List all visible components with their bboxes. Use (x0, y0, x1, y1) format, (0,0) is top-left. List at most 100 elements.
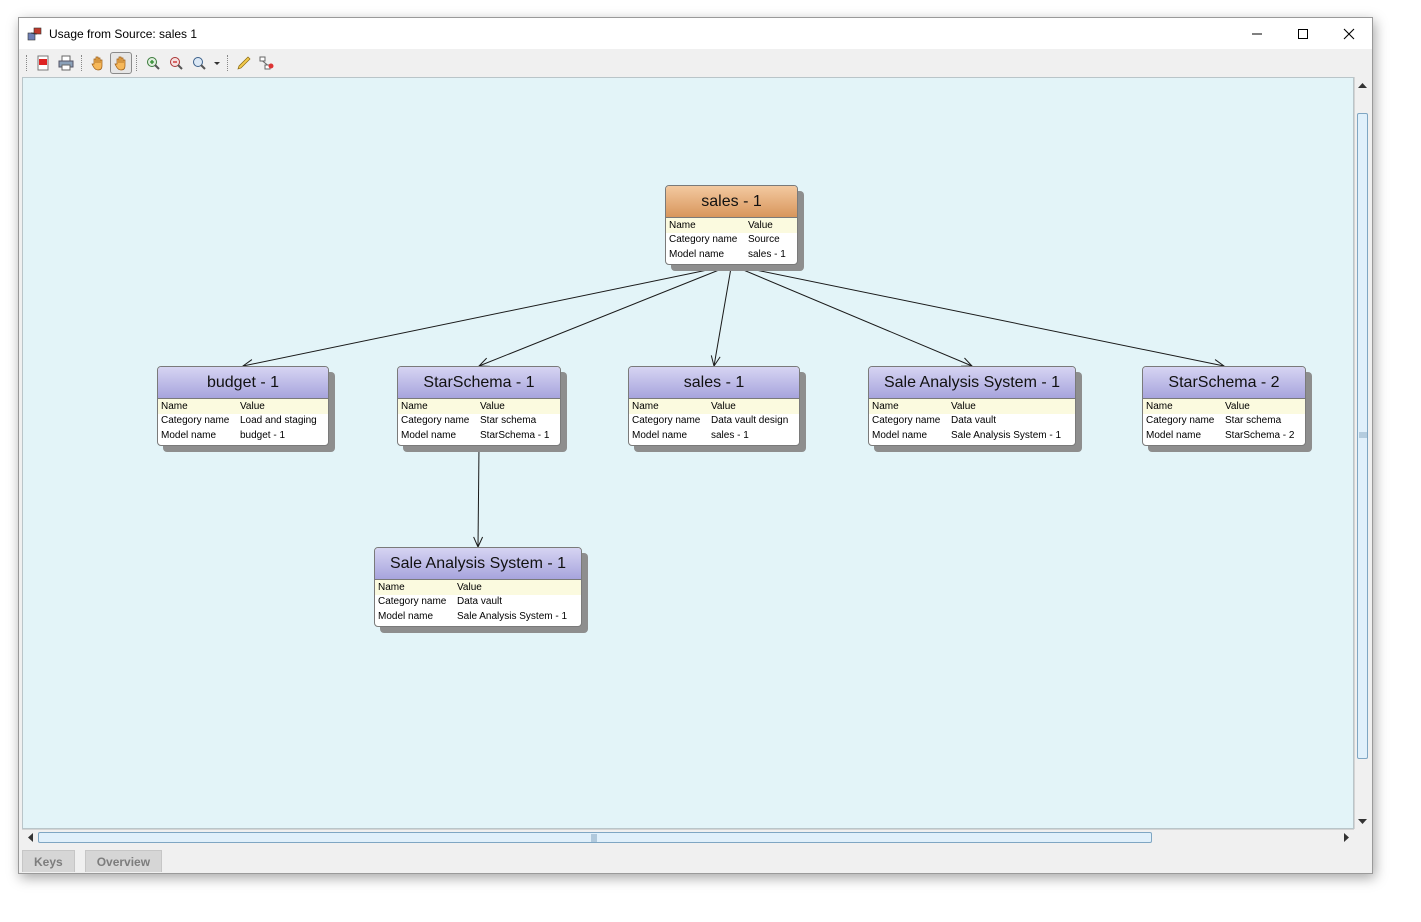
model-label: Model name (161, 429, 217, 441)
close-button[interactable] (1326, 18, 1372, 49)
toolbar-separator (136, 55, 139, 71)
node-table-header: Name Value (1143, 399, 1305, 414)
model-label: Model name (378, 610, 434, 622)
value-column-header: Value (1225, 400, 1250, 412)
toolbar-separator (227, 55, 230, 71)
window-title: Usage from Source: sales 1 (49, 26, 198, 41)
category-label: Category name (669, 234, 738, 246)
name-column-header: Name (1146, 400, 1173, 412)
edge-sales-source-to-sales-dv (713, 264, 732, 367)
node-title: StarSchema - 2 (1143, 367, 1305, 399)
model-row: Model name StarSchema - 2 (1143, 428, 1305, 443)
node-title: Sale Analysis System - 1 (375, 548, 581, 580)
node-table-header: Name Value (869, 399, 1075, 414)
category-value: Data vault design (711, 415, 789, 427)
category-row: Category name Data vault (869, 414, 1075, 429)
category-value: Star schema (1225, 415, 1282, 427)
toolbar-separator (81, 55, 84, 71)
zoom-icon[interactable] (188, 52, 210, 74)
vertical-scroll-thumb[interactable] (1357, 113, 1368, 759)
tab-keys[interactable]: Keys (22, 850, 75, 872)
category-label: Category name (378, 596, 447, 608)
edit-pencil-icon[interactable] (233, 52, 255, 74)
select-hand-icon[interactable] (110, 52, 132, 74)
print-icon[interactable] (55, 52, 77, 74)
node-title: Sale Analysis System - 1 (869, 367, 1075, 399)
export-pdf-icon[interactable] (32, 52, 54, 74)
value-column-header: Value (748, 219, 773, 231)
app-icon (27, 26, 43, 42)
category-label: Category name (1146, 415, 1215, 427)
model-value: Sale Analysis System - 1 (457, 610, 568, 622)
model-row: Model name budget - 1 (158, 428, 328, 443)
category-label: Category name (872, 415, 941, 427)
model-value: StarSchema - 2 (1225, 429, 1295, 441)
category-row: Category name Data vault design (629, 414, 799, 429)
layout-icon[interactable] (256, 52, 278, 74)
model-value: budget - 1 (240, 429, 286, 441)
name-column-header: Name (872, 400, 899, 412)
category-value: Data vault (951, 415, 997, 427)
toolbar-grip (26, 55, 29, 71)
scroll-down-button[interactable] (1355, 814, 1370, 829)
name-column-header: Name (401, 400, 428, 412)
edge-sales-source-to-budget (242, 264, 732, 367)
model-label: Model name (632, 429, 688, 441)
model-value: StarSchema - 1 (480, 429, 550, 441)
diagram-edges (241, 264, 1226, 549)
category-label: Category name (632, 415, 701, 427)
name-column-header: Name (632, 400, 659, 412)
node-table-header: Name Value (398, 399, 560, 414)
node-title: sales - 1 (666, 186, 797, 218)
node-title: StarSchema - 1 (398, 367, 560, 399)
category-value: Data vault (457, 596, 503, 608)
value-column-header: Value (951, 400, 976, 412)
zoom-dropdown-icon[interactable] (211, 52, 223, 74)
category-label: Category name (161, 415, 230, 427)
zoom-out-icon[interactable] (165, 52, 187, 74)
value-column-header: Value (480, 400, 505, 412)
model-row: Model name sales - 1 (629, 428, 799, 443)
scroll-right-button[interactable] (1339, 830, 1354, 845)
model-value: sales - 1 (711, 429, 749, 441)
model-value: Sale Analysis System - 1 (951, 429, 1062, 441)
edge-sales-source-to-starschema1 (478, 264, 732, 367)
horizontal-scroll-thumb[interactable] (38, 832, 1152, 843)
horizontal-scrollbar[interactable] (22, 829, 1354, 844)
pan-hand-icon[interactable] (87, 52, 109, 74)
edge-sales-source-to-starschema2 (731, 264, 1225, 367)
minimize-button[interactable] (1234, 18, 1280, 49)
name-column-header: Name (161, 400, 188, 412)
scroll-up-button[interactable] (1355, 77, 1370, 92)
tab-overview[interactable]: Overview (84, 850, 163, 872)
category-value: Load and staging (240, 415, 317, 427)
category-label: Category name (401, 415, 470, 427)
model-label: Model name (1146, 429, 1202, 441)
maximize-button[interactable] (1280, 18, 1326, 49)
model-row: Model name Sale Analysis System - 1 (375, 609, 581, 624)
zoom-in-icon[interactable] (142, 52, 164, 74)
scroll-left-button[interactable] (22, 830, 37, 845)
model-value: sales - 1 (748, 248, 786, 260)
vertical-scrollbar[interactable] (1354, 77, 1369, 829)
edge-starschema1-to-sas1b (477, 445, 480, 548)
